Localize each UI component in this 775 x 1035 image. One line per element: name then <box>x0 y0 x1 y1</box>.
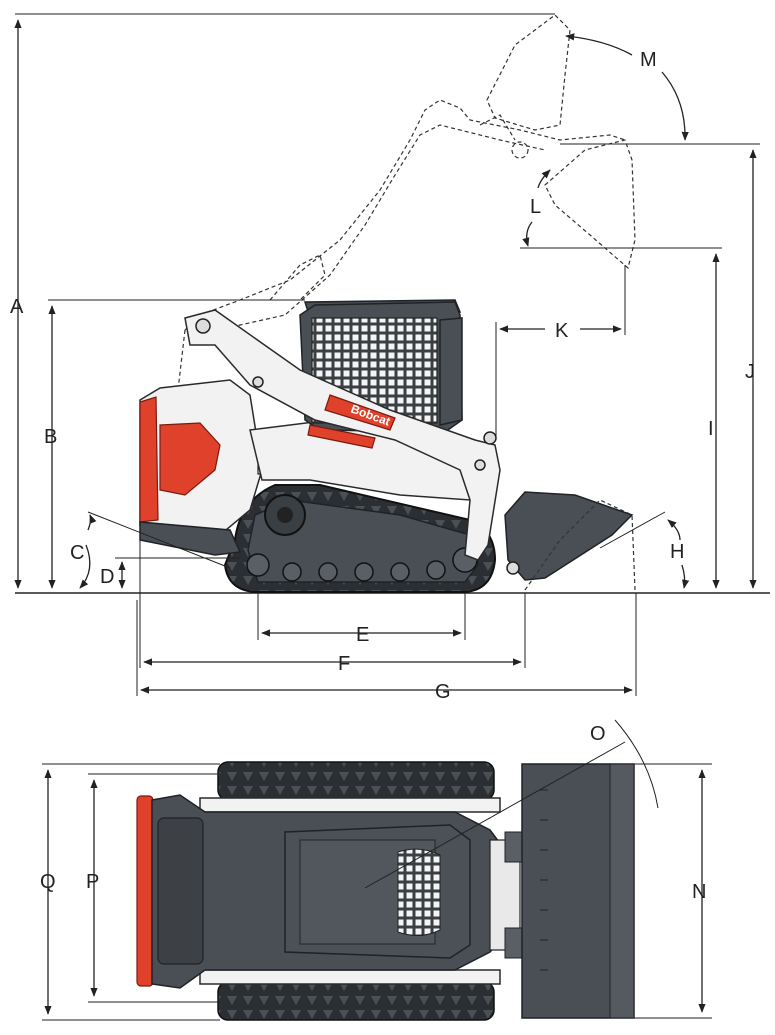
top-track-lower <box>217 981 495 1021</box>
track-assembly <box>223 484 497 593</box>
lift-arm-red-stripe <box>307 424 376 449</box>
dim-label-l: L <box>530 196 541 218</box>
raised-lift-arm-outline <box>177 99 626 391</box>
top-cab-grid <box>397 848 441 936</box>
rear-red-light <box>159 422 221 496</box>
dim-label-o: O <box>590 723 606 745</box>
dim-label-g: G <box>435 681 451 703</box>
dim-label-b: B <box>44 426 57 448</box>
dim-label-q: Q <box>40 871 56 893</box>
top-rail-upper <box>199 797 501 813</box>
side-view: Bobcat A B C D <box>10 13 770 703</box>
dim-label-j: J <box>745 361 755 383</box>
cab-side-bar <box>439 317 463 426</box>
top-rail-lower <box>199 969 501 985</box>
bucket-outline-dashed <box>524 499 636 591</box>
dim-label-c: C <box>70 542 84 564</box>
dim-label-i: I <box>708 418 714 440</box>
top-track-upper <box>217 761 495 801</box>
dim-label-a: A <box>10 296 24 318</box>
dim-label-p: P <box>86 871 99 893</box>
dim-label-n: N <box>692 881 706 903</box>
road-wheels <box>246 547 478 582</box>
dim-label-m: M <box>640 49 657 71</box>
dim-label-k: K <box>555 320 569 342</box>
lift-arm-main <box>184 309 501 561</box>
top-rear-red-bar <box>136 795 154 987</box>
rear-red-panel <box>139 396 159 523</box>
machine-body <box>139 379 471 556</box>
bucket <box>504 491 636 591</box>
top-view: O N P Q <box>40 719 712 1021</box>
side-dimensions: A B C D E F <box>10 13 760 703</box>
dim-label-d: D <box>100 566 114 588</box>
dim-label-f: F <box>338 653 350 675</box>
lift-arm <box>184 309 501 561</box>
bucket-body <box>504 491 634 581</box>
dim-label-h: H <box>670 541 684 563</box>
raised-bucket-outline <box>486 14 636 270</box>
top-engine-cover <box>157 817 204 965</box>
arm-decal <box>324 394 396 431</box>
dim-label-e: E <box>356 624 369 646</box>
